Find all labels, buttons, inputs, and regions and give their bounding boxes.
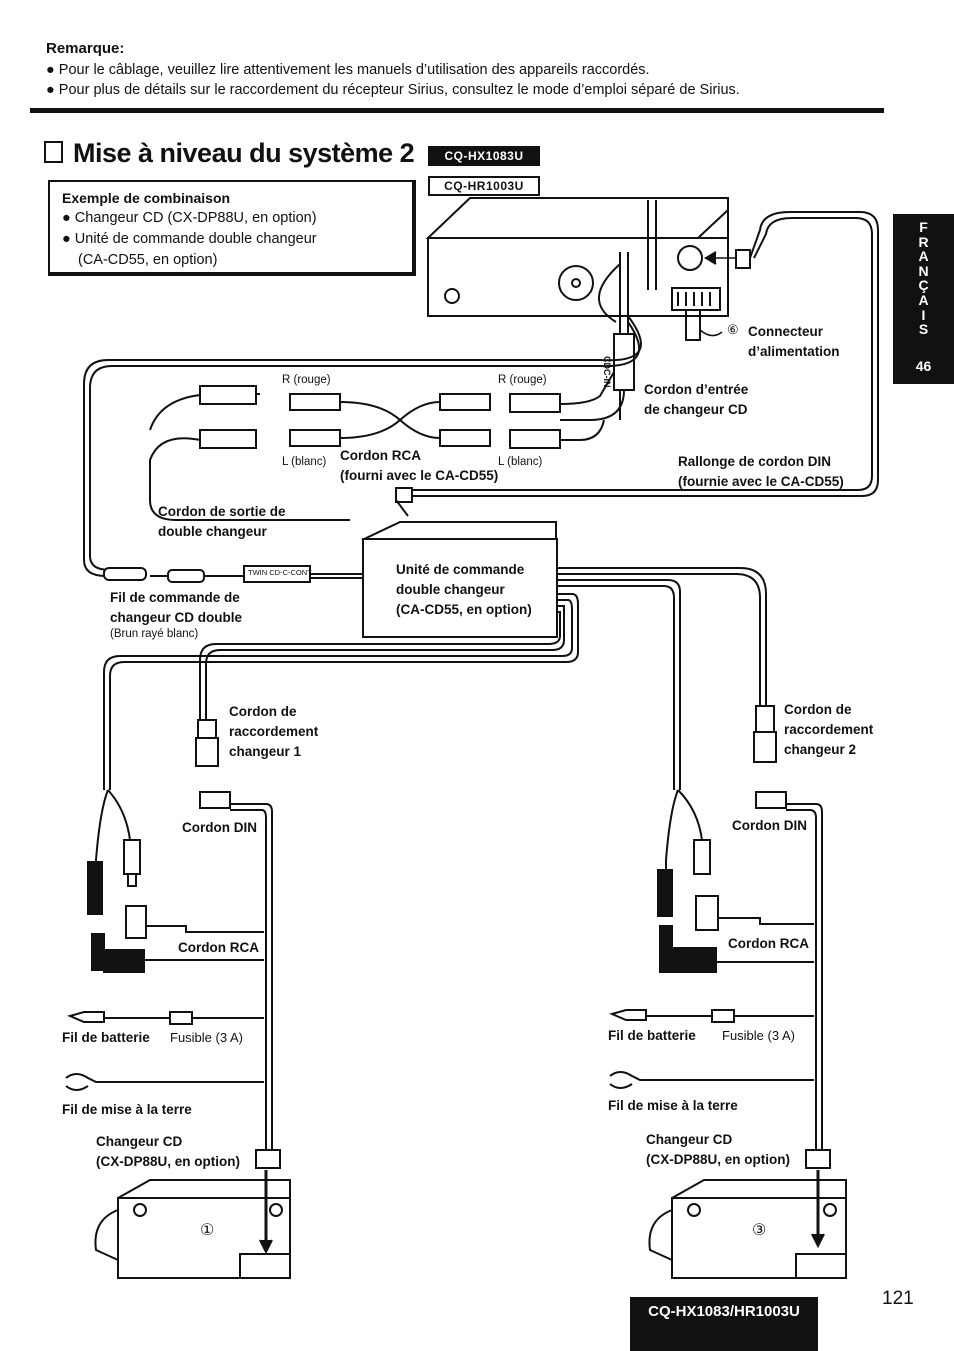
conn1-label-2: raccordement	[229, 724, 319, 739]
side-tab-page: 46	[915, 358, 932, 374]
header-rule	[30, 108, 884, 113]
conn1-label-3: changeur 1	[229, 744, 302, 759]
side-letter: F	[919, 219, 928, 235]
combination-item-1-text: Changeur CD (CX-DP88U, en option)	[74, 210, 317, 226]
control-unit-label-1: Unité de commande	[396, 562, 525, 577]
side-letter: I	[921, 306, 926, 323]
combination-box	[48, 180, 416, 276]
combination-item-2-text: Unité de commande double changeur	[74, 231, 317, 247]
changer-left	[94, 1179, 291, 1279]
connector-label-1: Connecteur	[748, 324, 824, 339]
changer-right-label-1: Changeur CD	[646, 1132, 733, 1147]
battery-wire-label-right: Fil de batterie	[608, 1028, 696, 1043]
remarque-note-2-text: Pour plus de détails sur le raccordement…	[58, 82, 740, 98]
input-cord-label-1: Cordon d’entrée	[644, 382, 749, 397]
side-tab-letters: F R A N Ç A I S	[893, 220, 954, 337]
section-title: Mise à niveau du système 2	[44, 138, 415, 169]
connector-number: ⑥	[727, 322, 739, 337]
control-wire-label-2: changeur CD double	[110, 610, 243, 625]
side-letter: Ç	[918, 277, 929, 294]
side-letter: R	[918, 233, 929, 250]
remarque-note-2: ● Pour plus de détails sur le raccordeme…	[46, 82, 740, 98]
control-wire-label-1: Fil de commande de	[110, 590, 240, 605]
battery-wire-label-left: Fil de batterie	[62, 1030, 150, 1045]
head-unit	[425, 197, 729, 341]
side-letter: N	[918, 262, 929, 279]
twin-cont-label: TWIN CD-C-CONT	[248, 568, 312, 577]
cdc-in-label: CDC-IN	[602, 356, 612, 388]
din-extension-label: Rallonge de cordon DIN	[678, 454, 832, 469]
combination-item-2: ● Unité de commande double changeur	[62, 231, 317, 247]
control-wire-label-3: (Brun rayé blanc)	[110, 628, 199, 640]
control-unit-label-3: (CA-CD55, en option)	[396, 602, 532, 617]
connector-label-2: d’alimentation	[748, 344, 840, 359]
rca-l-label-left: L (blanc)	[282, 456, 327, 468]
rca-cord-note: (fourni avec le CA-CD55)	[340, 468, 499, 483]
conn2-label-1: Cordon de	[784, 702, 852, 717]
side-letter: A	[918, 291, 929, 308]
remarque-note-1: ● Pour le câblage, veuillez lire attenti…	[46, 62, 650, 78]
section-title-text: Mise à niveau du système 2	[73, 138, 415, 168]
combination-item-1: ● Changeur CD (CX-DP88U, en option)	[62, 210, 317, 226]
footer-model-badge: CQ-HX1083/HR1003U	[630, 1297, 818, 1351]
din-extension-note: (fournie avec le CA-CD55)	[678, 474, 844, 489]
ground-wire-label-left: Fil de mise à la terre	[62, 1102, 192, 1117]
combination-item-3: (CA-CD55, en option)	[78, 252, 218, 268]
rca-cord-label-right: Cordon RCA	[728, 936, 809, 951]
changer-left-number: ①	[200, 1222, 215, 1239]
rca-r-label-left: R (rouge)	[282, 374, 331, 386]
side-letter: A	[918, 248, 929, 265]
changer-left-label-1: Changeur CD	[96, 1134, 183, 1149]
changer-right-number: ③	[752, 1222, 767, 1239]
page-number: 121	[882, 1288, 914, 1309]
side-letter: S	[918, 321, 929, 338]
input-cord-label-2: de changeur CD	[644, 402, 748, 417]
output-cord-label-1: Cordon de sortie de	[158, 504, 286, 519]
combination-title: Exemple de combinaison	[62, 190, 231, 206]
din-cord-label-right: Cordon DIN	[732, 818, 807, 833]
rca-cord-label-left: Cordon RCA	[178, 940, 259, 955]
ground-wire-label-right: Fil de mise à la terre	[608, 1098, 738, 1113]
changer-right-label-2: (CX-DP88U, en option)	[646, 1152, 790, 1167]
rca-cord-label: Cordon RCA	[340, 448, 421, 463]
control-unit-label-2: double changeur	[396, 582, 505, 597]
fuse-label-left: Fusible (3 A)	[170, 1030, 243, 1045]
model-badge-hx: CQ-HX1083U	[428, 146, 540, 166]
model-badge-hr: CQ-HR1003U	[428, 176, 540, 196]
conn1-label-1: Cordon de	[229, 704, 297, 719]
control-unit-box	[362, 538, 558, 638]
remarque-note-1-text: Pour le câblage, veuillez lire attentive…	[58, 62, 650, 78]
section-checkbox-icon	[44, 141, 63, 163]
rca-l-label-right: L (blanc)	[498, 456, 543, 468]
fuse-label-right: Fusible (3 A)	[722, 1028, 795, 1043]
conn2-label-3: changeur 2	[784, 742, 857, 757]
language-side-tab: F R A N Ç A I S 46	[893, 214, 954, 384]
conn2-label-2: raccordement	[784, 722, 874, 737]
output-cord-label-2: double changeur	[158, 524, 267, 539]
din-cord-label-left: Cordon DIN	[182, 820, 257, 835]
rca-r-label-right: R (rouge)	[498, 374, 547, 386]
changer-left-label-2: (CX-DP88U, en option)	[96, 1154, 240, 1169]
remarque-title: Remarque:	[46, 40, 125, 57]
